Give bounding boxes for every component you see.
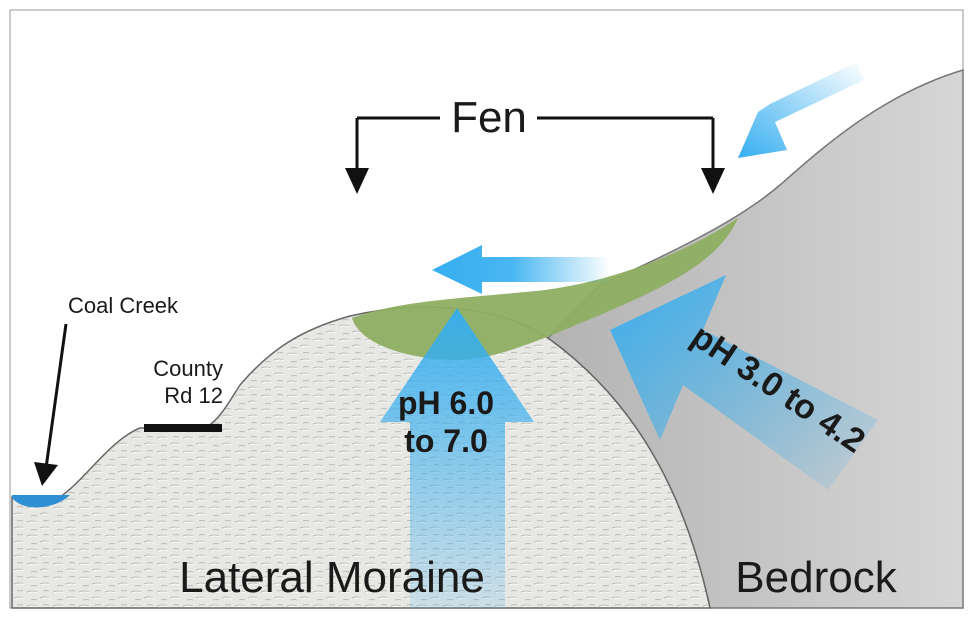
moraine-upwelling-arrow [380,308,534,608]
creek-arrowhead-icon [34,462,58,486]
coal-creek-label: Coal Creek [68,293,179,318]
moraine-layer [11,306,711,609]
creek-pointer-icon [44,323,68,469]
moraine-ph-label-line2: to 7.0 [404,423,488,459]
county-road [144,424,222,432]
fen-bracket-icon [355,116,715,175]
moraine-ph-label-line1: pH 6.0 [398,385,494,421]
fen-label: Fen [451,93,527,142]
fen-arrowhead-right-icon [701,168,725,194]
county-road-label-line1: County [153,356,223,381]
creek-water [12,495,70,508]
county-road-label-line2: Rd 12 [164,383,223,408]
lateral-moraine-label: Lateral Moraine [179,553,485,602]
bedrock-upwelling-arrow [610,275,878,490]
outflow-arrow [432,245,610,294]
inflow-arrow [738,62,864,158]
fen-arrowhead-left-icon [345,168,369,194]
bedrock-label: Bedrock [735,553,897,602]
